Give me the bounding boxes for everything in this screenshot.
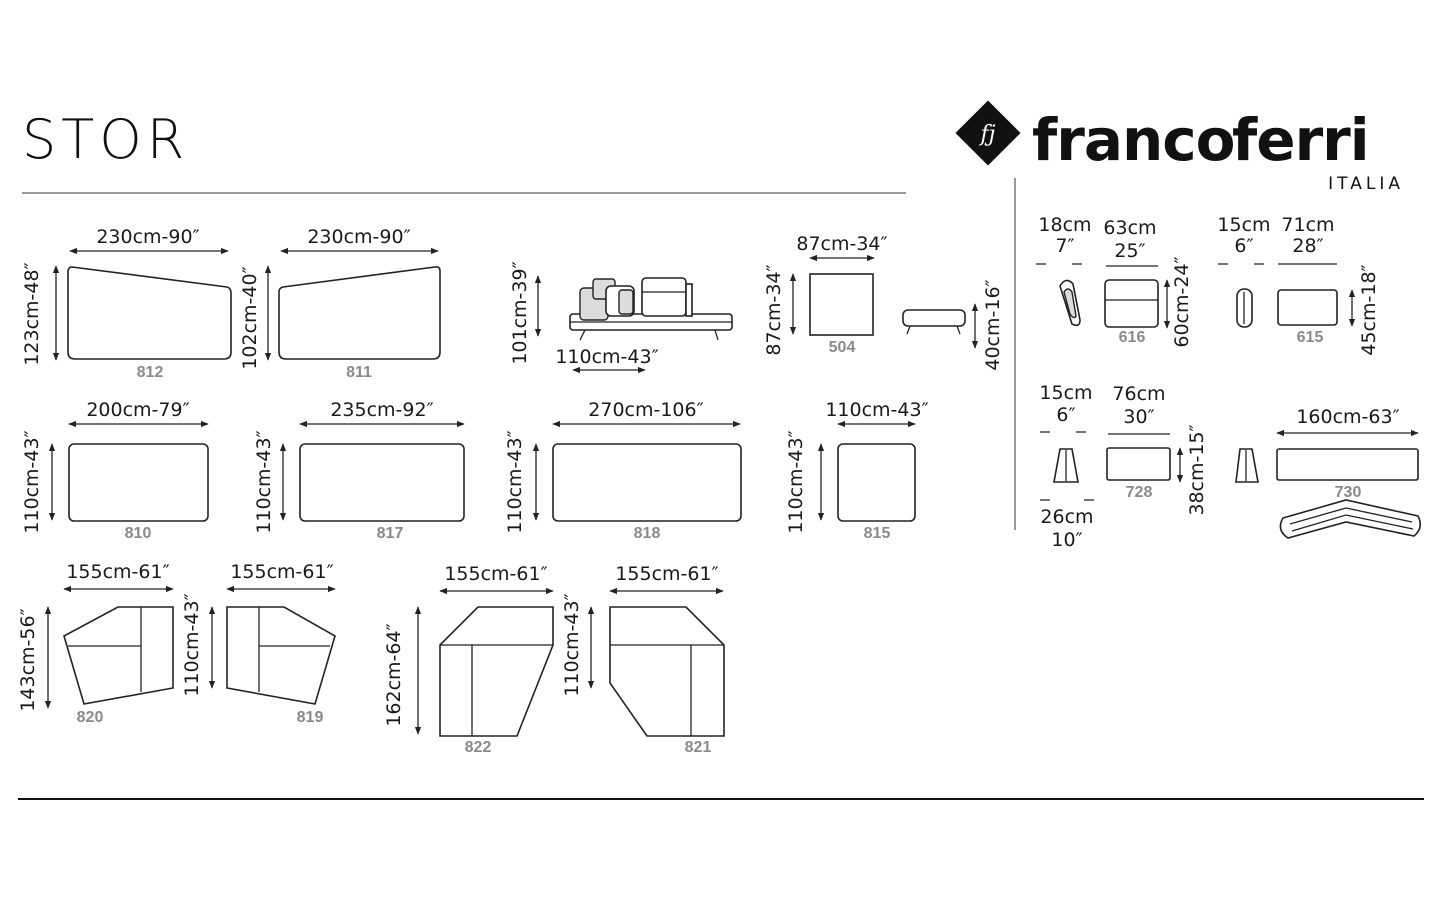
brand-name-franco: franco: [1032, 106, 1235, 174]
dim-bottom-in: 10″: [1051, 529, 1082, 551]
dim-height: 101cm-39″: [509, 261, 531, 364]
dim-width: 110cm-43″: [825, 399, 928, 421]
dim-width: 155cm-61″: [444, 563, 547, 585]
sofa-side-view: 101cm-39″ 110cm-43″: [509, 261, 733, 374]
module-810: 200cm-79″ 110cm-43″ 810: [21, 399, 209, 542]
dim-depth: 110cm-43″: [785, 430, 807, 533]
module-815: 110cm-43″ 110cm-43″ 815: [785, 399, 929, 542]
module-820: 155cm-61″ 143cm-56″ 820: [17, 561, 174, 726]
code-label: 820: [77, 709, 104, 726]
module-822: 155cm-61″ 162cm-64″ 822: [383, 563, 554, 756]
dim-width: 230cm-90″: [307, 226, 410, 248]
dim-depth: 123cm-48″: [21, 262, 43, 365]
module-817: 235cm-92″ 110cm-43″ 817: [253, 399, 465, 542]
dim-width: 155cm-61″: [66, 561, 169, 583]
code-label: 818: [634, 525, 661, 542]
code-label: 822: [465, 739, 492, 756]
dim-thickness-in: 7″: [1055, 235, 1074, 257]
code-label: 819: [297, 709, 324, 726]
dim-width: 87cm-34″: [796, 233, 887, 255]
code-label: 728: [1126, 484, 1153, 501]
svg-text:fj: fj: [979, 122, 996, 147]
brand-subtitle: ITALIA: [1328, 174, 1404, 194]
dim-depth: 102cm-40″: [239, 266, 261, 369]
code-label: 730: [1335, 484, 1362, 501]
dim-width-cm: 63cm: [1103, 217, 1156, 239]
code-label: 815: [864, 525, 891, 542]
dim-height: 40cm-16″: [982, 279, 1004, 370]
dim-bottom-cm: 26cm: [1040, 506, 1093, 528]
dim-depth: 162cm-64″: [383, 623, 405, 726]
dim-thickness-cm: 15cm: [1217, 214, 1270, 236]
code-label: 616: [1119, 329, 1146, 346]
dim-depth: 143cm-56″: [17, 608, 39, 711]
dim-width: 160cm-63″: [1296, 406, 1399, 428]
dim-depth: 110cm-43″: [561, 593, 583, 696]
page-title: STOR: [22, 108, 189, 171]
brand-logo: fj franco ferri ITALIA: [955, 100, 1404, 194]
module-504: 87cm-34″ 87cm-34″ 504 40cm-16″: [763, 233, 1004, 371]
module-821: 155cm-61″ 110cm-43″ 821: [561, 563, 725, 756]
code-label: 812: [137, 364, 164, 381]
dim-width: 235cm-92″: [330, 399, 433, 421]
code-label: 811: [346, 364, 372, 381]
dim-top-in: 6″: [1056, 404, 1075, 426]
dim-width: 155cm-61″: [615, 563, 718, 585]
module-730: 160cm-63″ 730: [1235, 406, 1422, 539]
dim-depth: 110cm-43″: [21, 430, 43, 533]
code-label: 810: [125, 525, 152, 542]
code-label: 504: [829, 339, 856, 356]
code-label: 817: [377, 525, 404, 542]
dim-width: 270cm-106″: [588, 399, 703, 421]
dim-height: 60cm-24″: [1171, 256, 1193, 347]
dim-width-in: 30″: [1123, 406, 1154, 428]
dim-width: 155cm-61″: [230, 561, 333, 583]
code-label: 615: [1297, 329, 1324, 346]
dim-width-cm: 71cm: [1281, 214, 1334, 236]
dim-width-cm: 76cm: [1112, 383, 1165, 405]
brand-name-ferri: ferri: [1232, 106, 1369, 174]
dim-depth: 110cm-43″: [504, 430, 526, 533]
dim-depth: 110cm-43″: [181, 593, 203, 696]
dim-height: 45cm-18″: [1358, 264, 1380, 355]
dim-thickness-cm: 18cm: [1038, 214, 1091, 236]
dim-height: 38cm-15″: [1186, 424, 1208, 515]
module-812: 230cm-90″ 123cm-48″ 812: [21, 226, 232, 381]
module-819: 155cm-61″ 110cm-43″ 819: [181, 561, 336, 726]
dim-thickness-in: 6″: [1234, 235, 1253, 257]
diamond-monogram-icon: fj: [955, 100, 1021, 166]
module-728: 15cm 6″ 76cm 30″ 728 38cm-15″ 26cm 10″: [1039, 382, 1208, 551]
dim-depth: 87cm-34″: [763, 264, 785, 355]
module-818: 270cm-106″ 110cm-43″ 818: [504, 399, 742, 542]
dim-width: 230cm-90″: [96, 226, 199, 248]
dim-width-in: 28″: [1292, 235, 1323, 257]
module-616: 18cm 7″ 63cm 25″ 616 60cm-24″: [1036, 214, 1193, 348]
dim-depth: 110cm-43″: [253, 430, 275, 533]
dim-width: 200cm-79″: [86, 399, 189, 421]
module-615: 15cm 6″ 71cm 28″ 615 45cm-18″: [1217, 214, 1380, 356]
dim-width-in: 25″: [1114, 240, 1145, 262]
dim-top-cm: 15cm: [1039, 382, 1092, 404]
code-label: 821: [685, 739, 712, 756]
module-811: 230cm-90″ 102cm-40″ 811: [239, 226, 441, 381]
dim-seat: 110cm-43″: [555, 346, 658, 368]
